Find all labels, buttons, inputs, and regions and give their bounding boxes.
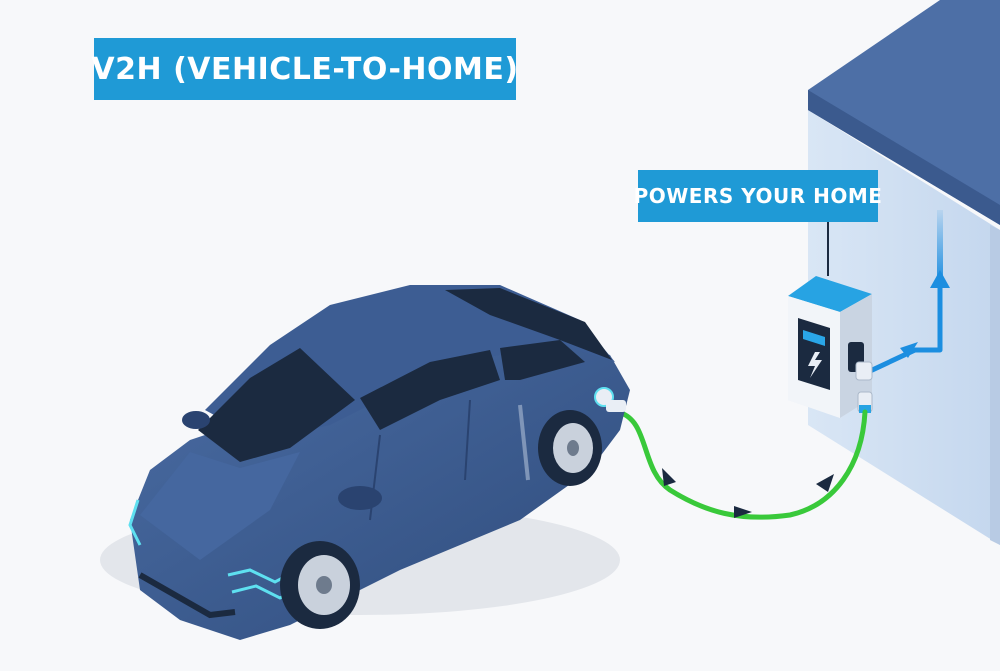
car-windshield [198, 348, 355, 462]
title-label: V2H (VEHICLE-TO-HOME) [91, 38, 518, 100]
home-label: POWERS YOUR HOME [634, 170, 882, 222]
arrow-icon [734, 506, 752, 518]
car-wheel-front [280, 541, 360, 629]
lightning-icon [808, 352, 822, 378]
arrow-icon [662, 468, 676, 486]
arrow-icon [816, 474, 834, 492]
car-window [500, 340, 585, 380]
house-roof-edge [808, 90, 1000, 225]
car-wheel-rear [538, 410, 602, 486]
power-flow-line [866, 210, 950, 375]
wall-charger [788, 276, 873, 418]
house-wall-right [990, 225, 1000, 545]
charging-cable [615, 409, 868, 520]
house [808, 0, 1000, 545]
arrow-icon [900, 342, 918, 358]
house-roof [808, 0, 1000, 225]
car-window [360, 350, 500, 430]
arrow-icon [930, 270, 950, 288]
electric-car [128, 285, 630, 640]
